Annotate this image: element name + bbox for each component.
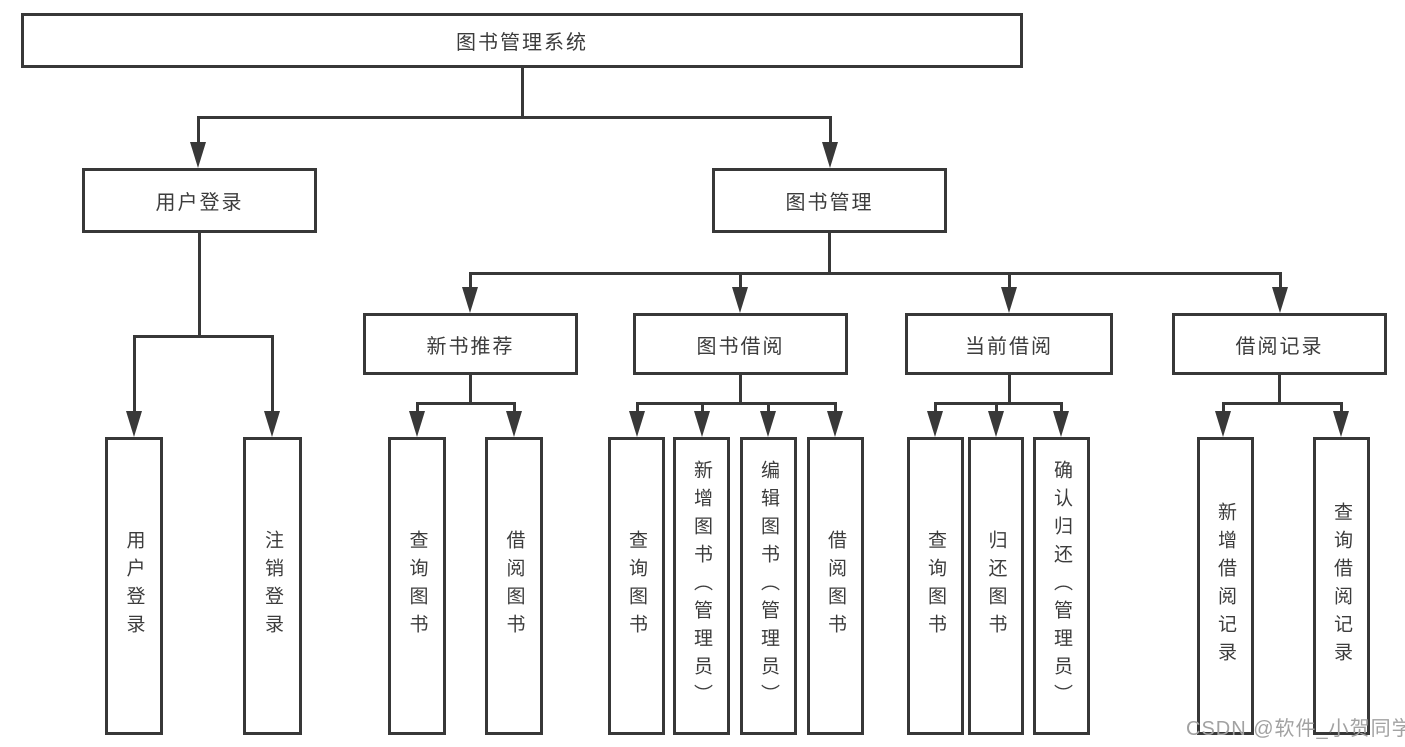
node-leaf-user-login: 用户登录: [105, 437, 163, 735]
connector-line: [415, 402, 419, 419]
arrow-down-icon: [506, 411, 522, 437]
arrow-down-icon: [1001, 287, 1017, 313]
connector-line: [700, 402, 704, 419]
arrow-down-icon: [1272, 287, 1288, 313]
arrow-down-icon: [827, 411, 843, 437]
connector-line: [133, 334, 273, 338]
connector-line: [933, 402, 937, 419]
node-leaf-query-books-2: 查询图书: [608, 437, 665, 735]
arrow-down-icon: [988, 411, 1004, 437]
connector-line: [1278, 272, 1282, 295]
connector-line: [766, 402, 770, 419]
connector-line: [520, 68, 524, 118]
node-leaf-return-books: 归还图书: [968, 437, 1024, 735]
arrow-down-icon: [1333, 411, 1349, 437]
node-book-borrowing: 图书借阅: [633, 313, 848, 375]
connector-line: [636, 401, 836, 405]
connector-line: [416, 401, 515, 405]
connector-line: [197, 115, 831, 119]
connector-line: [1007, 272, 1011, 295]
connector-line: [196, 116, 200, 150]
watermark-text: CSDN @软件_小贺同学: [1186, 718, 1405, 740]
arrow-down-icon: [1215, 411, 1231, 437]
connector-line: [827, 233, 831, 275]
arrow-down-icon: [732, 287, 748, 313]
node-leaf-edit-books-admin: 编辑图书（管理员）: [740, 437, 797, 735]
arrow-down-icon: [462, 287, 478, 313]
arrow-down-icon: [264, 411, 280, 437]
arrow-down-icon: [760, 411, 776, 437]
connector-line: [1007, 375, 1011, 405]
arrow-down-icon: [1053, 411, 1069, 437]
connector-line: [469, 271, 1281, 275]
connector-line: [738, 375, 742, 405]
node-borrowing-records: 借阅记录: [1172, 313, 1387, 375]
connector-line: [1222, 401, 1342, 405]
connector-line: [1339, 402, 1343, 419]
arrow-down-icon: [629, 411, 645, 437]
node-library-management-system: 图书管理系统: [21, 13, 1023, 68]
node-current-borrowing: 当前借阅: [905, 313, 1113, 375]
connector-line: [1059, 402, 1063, 419]
node-leaf-query-books-1: 查询图书: [388, 437, 446, 735]
arrow-down-icon: [822, 142, 838, 168]
arrow-down-icon: [190, 142, 206, 168]
connector-line: [1221, 402, 1225, 419]
node-leaf-confirm-return-admin: 确认归还（管理员）: [1033, 437, 1090, 735]
node-leaf-add-books-admin: 新增图书（管理员）: [673, 437, 730, 735]
connector-line: [934, 401, 1062, 405]
connector-line: [197, 233, 201, 338]
node-book-management: 图书管理: [712, 168, 947, 233]
arrow-down-icon: [409, 411, 425, 437]
node-leaf-query-borrow-record: 查询借阅记录: [1313, 437, 1370, 735]
connector-line: [468, 375, 472, 405]
connector-line: [132, 335, 136, 419]
connector-line: [635, 402, 639, 419]
connector-line: [994, 402, 998, 419]
node-leaf-query-books-3: 查询图书: [907, 437, 964, 735]
connector-line: [270, 335, 274, 419]
node-user-login: 用户登录: [82, 168, 317, 233]
connector-line: [828, 116, 832, 150]
connector-line: [833, 402, 837, 419]
connector-line: [512, 402, 516, 419]
connector-line: [1277, 375, 1281, 405]
node-leaf-borrow-books-1: 借阅图书: [485, 437, 543, 735]
arrow-down-icon: [126, 411, 142, 437]
node-leaf-add-borrow-record: 新增借阅记录: [1197, 437, 1254, 735]
connector-line: [468, 272, 472, 295]
node-leaf-logout: 注销登录: [243, 437, 302, 735]
node-leaf-borrow-books-2: 借阅图书: [807, 437, 864, 735]
connector-line: [738, 272, 742, 295]
arrow-down-icon: [694, 411, 710, 437]
arrow-down-icon: [927, 411, 943, 437]
node-new-book-recommendation: 新书推荐: [363, 313, 578, 375]
